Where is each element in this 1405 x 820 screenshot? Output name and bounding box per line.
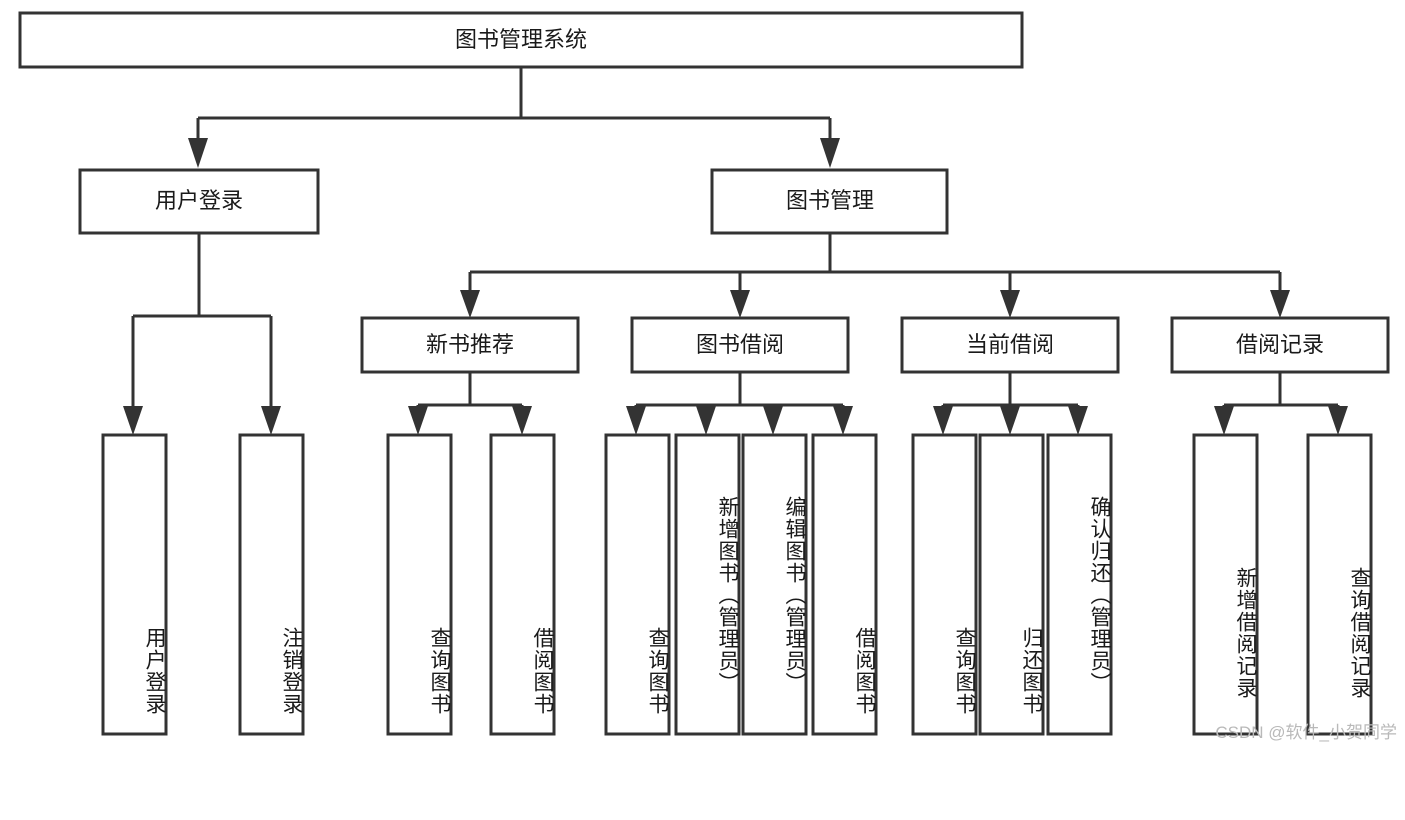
node-user-login-label: 用户登录 bbox=[155, 188, 243, 213]
arrowhead-leaf-query-record bbox=[1328, 406, 1348, 435]
node-user-login[interactable]: 用户登录 bbox=[78, 168, 320, 235]
node-book-borrow-label: 图书借阅 bbox=[696, 332, 784, 357]
arrowhead-leaf-logout-login bbox=[261, 406, 281, 435]
arrowhead-leaf-query-book-3 bbox=[933, 406, 953, 435]
node-book-borrow-box[interactable] bbox=[630, 316, 850, 374]
csdn-watermark: CSDN @软件_小贺同学 bbox=[1215, 723, 1397, 742]
arrowhead-user-login bbox=[188, 138, 208, 168]
functional-structure-diagram: 图书管理系统 用户登录 图书管理 新书推荐 图书借阅 当前借阅 借阅记录 bbox=[18, 11, 1390, 736]
node-book-manage-label: 图书管理 bbox=[786, 188, 874, 213]
arrowhead-leaf-user-login bbox=[123, 406, 143, 435]
arrowhead-leaf-borrow-book-2 bbox=[833, 406, 853, 435]
arrowhead-new-book-recommend bbox=[460, 290, 480, 318]
node-root-system[interactable]: 图书管理系统 bbox=[18, 11, 1024, 69]
leaf-query-book-2-box[interactable] bbox=[604, 433, 671, 736]
node-root-system-label: 图书管理系统 bbox=[455, 27, 587, 52]
leaf-query-record-box[interactable] bbox=[1306, 433, 1373, 736]
leaf-add-record-box[interactable] bbox=[1192, 433, 1259, 736]
arrowhead-borrow-record bbox=[1270, 290, 1290, 318]
leaf-user-login-box[interactable] bbox=[101, 433, 168, 736]
arrowhead-book-borrow bbox=[730, 290, 750, 318]
arrowhead-leaf-borrow-book-1 bbox=[512, 406, 532, 435]
node-new-book-recommend-box[interactable] bbox=[360, 316, 580, 374]
connector-layer bbox=[123, 67, 1348, 435]
node-root-system-box[interactable] bbox=[18, 11, 1024, 69]
arrowhead-current-borrow bbox=[1000, 290, 1020, 318]
leaf-edit-book-box[interactable] bbox=[741, 433, 808, 736]
leaf-return-book-box[interactable] bbox=[978, 433, 1045, 736]
arrowhead-leaf-add-book bbox=[696, 406, 716, 435]
arrowhead-leaf-add-record bbox=[1214, 406, 1234, 435]
arrowhead-leaf-query-book-1 bbox=[408, 406, 428, 435]
node-book-manage-box[interactable] bbox=[710, 168, 949, 235]
leaf-query-book-1-box[interactable] bbox=[386, 433, 453, 736]
arrowhead-book-manage bbox=[820, 138, 840, 168]
node-current-borrow[interactable]: 当前借阅 bbox=[900, 316, 1120, 374]
node-current-borrow-box[interactable] bbox=[900, 316, 1120, 374]
leaf-box-layer bbox=[101, 433, 1373, 736]
node-new-book-recommend[interactable]: 新书推荐 bbox=[360, 316, 580, 374]
node-user-login-box[interactable] bbox=[78, 168, 320, 235]
node-borrow-record-box[interactable] bbox=[1170, 316, 1390, 374]
node-borrow-record[interactable]: 借阅记录 bbox=[1170, 316, 1390, 374]
node-borrow-record-label: 借阅记录 bbox=[1236, 332, 1324, 357]
leaf-add-book-box[interactable] bbox=[674, 433, 741, 736]
node-book-borrow[interactable]: 图书借阅 bbox=[630, 316, 850, 374]
arrowhead-leaf-edit-book bbox=[763, 406, 783, 435]
arrowhead-leaf-confirm-return bbox=[1068, 406, 1088, 435]
arrowhead-leaf-return-book bbox=[1000, 406, 1020, 435]
leaf-borrow-book-1-box[interactable] bbox=[489, 433, 556, 736]
arrowhead-leaf-query-book-2 bbox=[626, 406, 646, 435]
leaf-logout-login-box[interactable] bbox=[238, 433, 305, 736]
leaf-borrow-book-2-box[interactable] bbox=[811, 433, 878, 736]
node-new-book-recommend-label: 新书推荐 bbox=[426, 332, 514, 357]
node-book-manage[interactable]: 图书管理 bbox=[710, 168, 949, 235]
diagram-canvas-root: 图书管理系统 用户登录 图书管理 新书推荐 图书借阅 当前借阅 借阅记录 bbox=[18, 11, 1397, 742]
node-current-borrow-label: 当前借阅 bbox=[966, 332, 1054, 357]
leaf-confirm-return-box[interactable] bbox=[1046, 433, 1113, 736]
leaf-query-book-3-box[interactable] bbox=[911, 433, 978, 736]
